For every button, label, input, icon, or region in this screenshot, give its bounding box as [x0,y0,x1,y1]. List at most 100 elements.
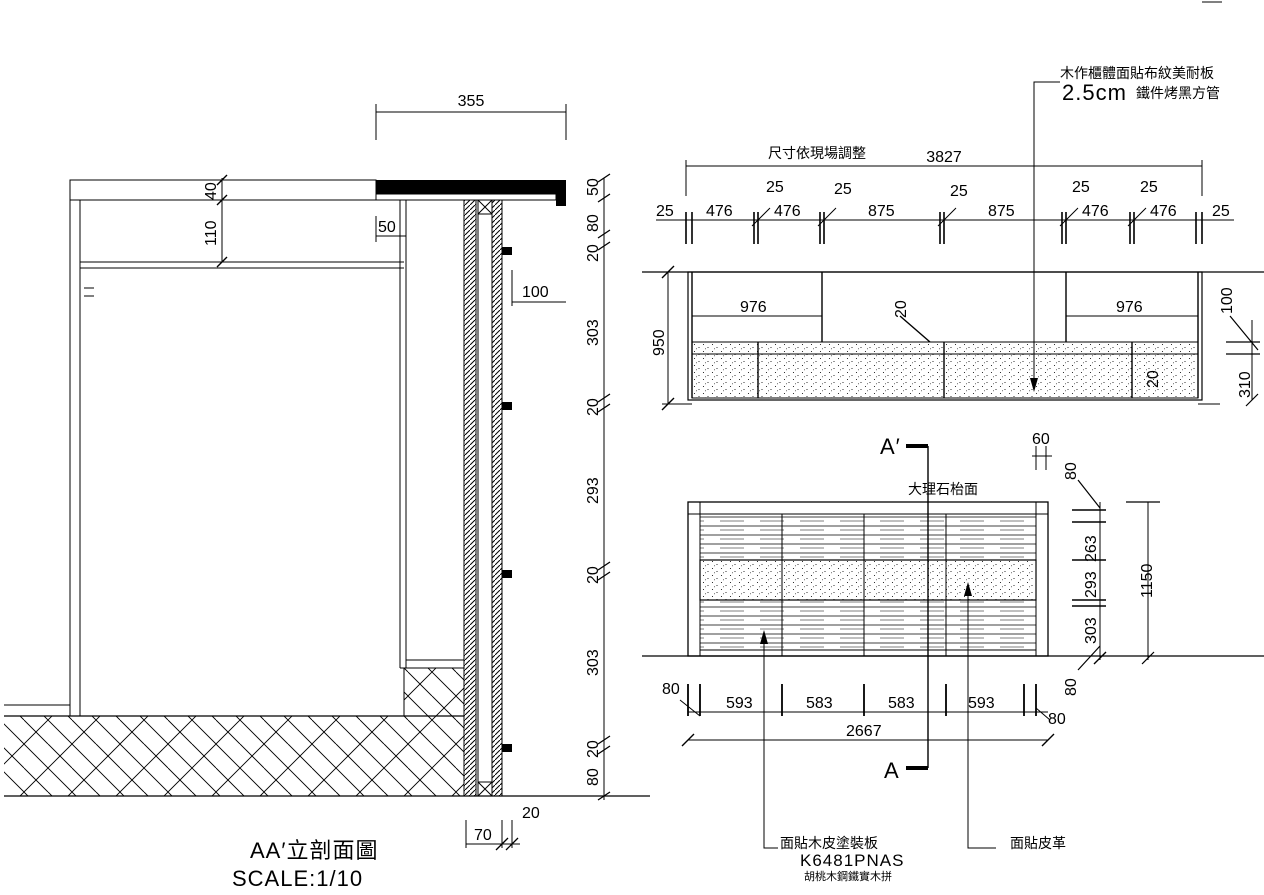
plan-note-1: 木作櫃體面貼布紋美耐板 [1060,65,1214,81]
leather-leader [967,590,996,849]
inner-right-976: 976 [1116,299,1143,316]
cross-box-bottom-x [477,781,493,797]
hatched-wall [463,199,477,797]
tc-875b: 875 [988,203,1015,220]
rc-50: 50 [585,178,602,196]
dim-ticks-left [216,174,228,268]
rc-80b: 80 [585,768,602,786]
tc-25a: 25 [656,203,674,220]
bracket-3 [502,570,512,578]
cabinet-top-band [687,501,1049,515]
cabinet-wood-lower [699,599,1037,651]
right-100: 100 [1219,287,1236,314]
right-dim-ticks [1226,315,1260,407]
dim-100: 100 [522,284,549,301]
dim-80-right: 80 [1048,711,1066,728]
ceiling-fascia [69,179,377,201]
elev-303: 303 [1083,617,1100,644]
plan-view: 木作櫃體面貼布紋美耐板 2.5cm 鐵件烤黑方管 尺寸依現場調整 3827 25… [642,65,1264,411]
dim-110: 110 [203,220,220,246]
dim-80-left: 80 [662,681,680,698]
dim-80-br: 80 [1063,678,1080,696]
rc-303b: 303 [585,649,602,676]
plan-dividers [691,272,1199,398]
dim-355: 355 [458,93,485,110]
section-scale: SCALE:1/10 [232,866,363,891]
plan-outline [687,271,1203,401]
tc-25c: 25 [834,181,852,198]
dim-80-right-leader [1035,707,1051,721]
dim-40: 40 [203,182,220,200]
veneer-arrow [760,630,768,644]
base-block [403,667,465,717]
tc-25f: 25 [1140,179,1158,196]
marble-top: 大理石枱面 [908,481,978,497]
bc-583a: 583 [806,695,833,712]
tc-476a: 476 [706,203,733,220]
depth-950: 950 [651,329,668,356]
inner-left-976: 976 [740,299,767,316]
bracket-1 [502,247,512,255]
leather-arrow [964,582,972,596]
right-310: 310 [1237,371,1254,398]
rc-20a: 20 [585,244,602,262]
rc-293: 293 [585,477,602,504]
bracket-2 [502,402,512,410]
bracket-4 [502,744,512,752]
marker-a: A [884,758,900,783]
note-leather: 面貼皮革 [1010,835,1066,851]
tc-476c: 476 [1082,203,1109,220]
dim-50: 50 [378,219,396,236]
tc-875a: 875 [868,203,895,220]
cross-box-bottom [477,781,493,797]
plan-note-2: 2.5cm [1062,80,1127,105]
tc-25d: 25 [950,183,968,200]
panel-core [477,199,493,797]
dim-20-bottom: 20 [522,805,540,822]
dim-80-top-leader [1077,479,1101,509]
depth-ticks [661,265,675,411]
note-code-sub: 胡桃木鋼鐵實木拼 [804,869,892,883]
cabinet-leather [699,559,1037,601]
dim-80-br-leader [1077,645,1101,671]
bottom-chain-ext [687,684,1037,716]
rc-303a: 303 [585,319,602,346]
plan-dim-20-side: 20 [1145,370,1162,388]
height-ticks [1126,501,1160,665]
top-chain-ext [685,212,1203,244]
tc-25b: 25 [766,179,784,196]
top-slab-end [556,180,566,206]
bc-593b: 593 [968,695,995,712]
dim-80-top: 80 [1063,462,1080,480]
bc-583b: 583 [888,695,915,712]
overall-3827: 3827 [926,149,962,166]
rc-20c: 20 [585,566,602,584]
cross-box-top [477,199,493,215]
tc-25g: 25 [1212,203,1230,220]
right-chain-ticks [597,173,611,801]
elev-chain-ticks [1072,509,1107,665]
note-code: K6481PNAS [800,851,904,870]
cabinet-wood-upper [699,513,1037,561]
dim-60-ticks [1032,446,1052,470]
overall-2667: 2667 [846,723,882,740]
dim-80-left-leader [679,699,701,717]
top-slab-lower [375,193,557,201]
tc-25e: 25 [1072,179,1090,196]
top-slab [376,180,566,194]
elevation-view: A′ A 大理石枱面 60 80 263 293 303 1150 80 8 [642,431,1264,883]
elev-293: 293 [1083,571,1100,598]
marker-a-bar [906,766,928,770]
plan-leader [1033,81,1060,384]
dim-20-leader [899,315,931,343]
bc-593a: 593 [726,695,753,712]
height-1150: 1150 [1139,563,1156,598]
veneer-leader [763,636,778,849]
plan-counter-band [691,341,1199,399]
note-veneer: 面貼木皮塗裝板 [780,835,878,851]
rc-20d: 20 [585,740,602,758]
marker-a-prime-bar [906,444,928,448]
marker-a-prime: A′ [880,434,901,459]
top-chain-diag [751,207,1147,227]
